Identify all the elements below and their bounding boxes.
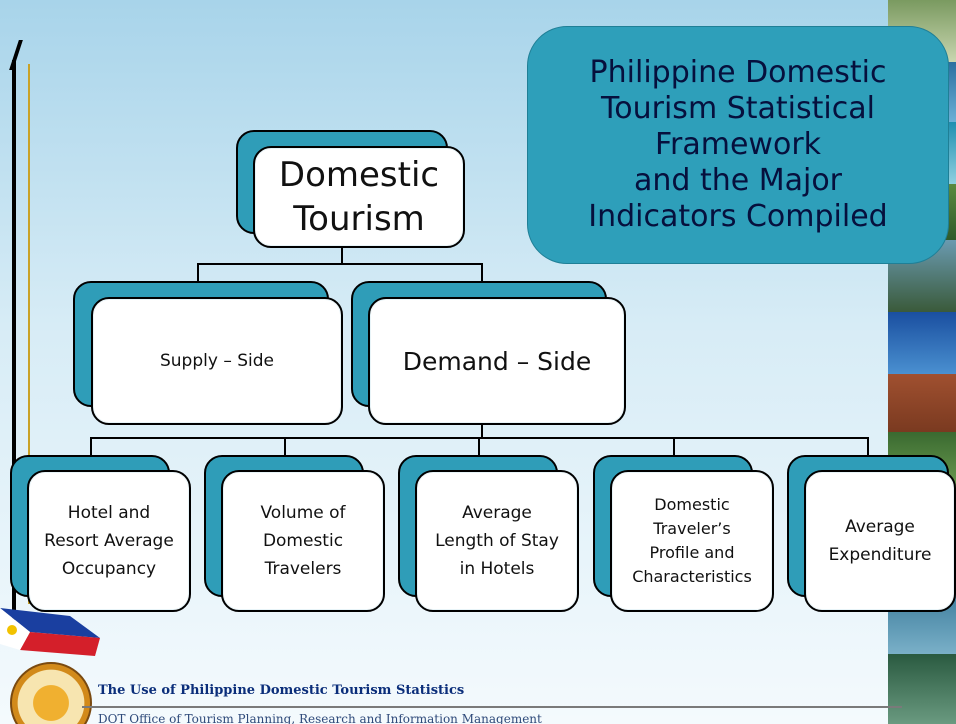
connector-demand-down xyxy=(481,418,483,438)
photo-hills xyxy=(888,374,956,432)
connector-l3-1 xyxy=(90,437,92,455)
connector-l3-2 xyxy=(284,437,286,455)
photo-waterfall xyxy=(888,654,956,724)
left-accent-line xyxy=(28,64,30,604)
connector-supply xyxy=(197,263,199,281)
left-border-line xyxy=(12,60,16,620)
demand-node: Demand – Side xyxy=(368,297,626,425)
root-node: Domestic Tourism xyxy=(253,146,465,248)
indicator-volume-label: Volume of Domestic Travelers xyxy=(260,503,346,579)
philippine-flag-icon xyxy=(0,608,100,656)
indicator-profile: Domestic Traveler’s Profile and Characte… xyxy=(610,470,774,612)
footer-subtitle: DOT Office of Tourism Planning, Research… xyxy=(98,712,542,724)
connector-l3-4 xyxy=(673,437,675,455)
photo-beach xyxy=(888,312,956,374)
connector-l3-3 xyxy=(478,437,480,455)
footer-title: The Use of Philippine Domestic Tourism S… xyxy=(98,683,465,698)
root-node-label: Domestic Tourism xyxy=(278,155,440,239)
supply-node: Supply – Side xyxy=(91,297,343,425)
indicator-profile-label: Domestic Traveler’s Profile and Characte… xyxy=(632,495,752,586)
indicator-occupancy-label: Hotel and Resort Average Occupancy xyxy=(44,503,174,579)
indicator-expenditure: Average Expenditure xyxy=(804,470,956,612)
indicator-length-of-stay: Average Length of Stay in Hotels xyxy=(415,470,579,612)
title-box: Philippine Domestic Tourism Statistical … xyxy=(527,26,949,264)
demand-node-label: Demand – Side xyxy=(402,346,592,376)
indicator-expenditure-label: Average Expenditure xyxy=(828,517,932,565)
connector-root xyxy=(341,246,343,264)
connector-l3-5 xyxy=(867,437,869,455)
supply-node-label: Supply – Side xyxy=(159,351,274,371)
footer-divider xyxy=(82,706,902,708)
slide-title: Philippine Domestic Tourism Statistical … xyxy=(588,55,888,234)
indicator-occupancy: Hotel and Resort Average Occupancy xyxy=(27,470,191,612)
connector-demand xyxy=(481,263,483,281)
indicator-length-of-stay-label: Average Length of Stay in Hotels xyxy=(435,503,559,579)
dot-seal-logo xyxy=(10,662,92,724)
connector-level2-bar xyxy=(197,263,481,265)
indicator-volume: Volume of Domestic Travelers xyxy=(221,470,385,612)
